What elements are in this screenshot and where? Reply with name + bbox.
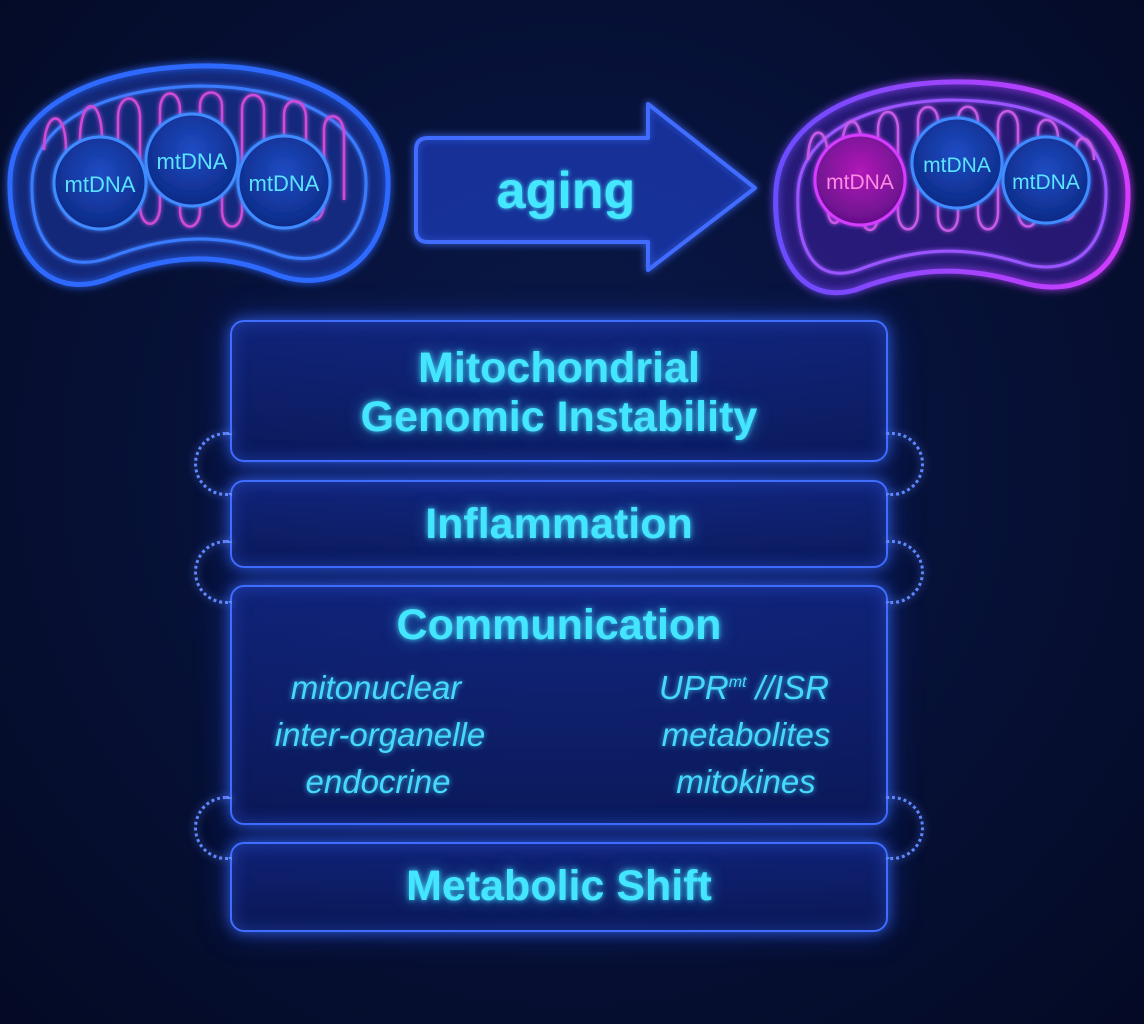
- mtdna-label: mtDNA: [1012, 171, 1080, 194]
- isr-text: //ISR: [746, 669, 829, 706]
- connector-right-1: [886, 432, 924, 496]
- mtdna-label: mtDNA: [923, 154, 991, 177]
- comm-item-inter-organelle: inter-organelle: [274, 716, 486, 753]
- connector-right-3: [886, 796, 924, 860]
- genomic-title-line2: Genomic Instability: [360, 393, 758, 442]
- inflammation-box: Inflammation: [230, 480, 888, 568]
- connector-right-2: [886, 540, 924, 604]
- right-mito-cristae: [806, 105, 1096, 232]
- comm-item-endocrine: endocrine: [305, 763, 451, 800]
- aging-arrow-shape: [414, 102, 757, 272]
- mtdna-label: mtDNA: [65, 172, 136, 197]
- upr-text: UPR: [659, 669, 729, 706]
- right-mtdna-nucleoids: mtDNA mtDNA mtDNA: [813, 116, 1091, 227]
- left-mtdna-nucleoids: mtDNA mtDNA mtDNA: [52, 112, 332, 231]
- left-mito-cristae: [42, 91, 346, 228]
- comm-item-upr-isr: UPRmt //ISR: [659, 669, 829, 707]
- metabolic-shift-box: Metabolic Shift: [230, 842, 888, 932]
- genomic-instability-box: Mitochondrial Genomic Instability: [230, 320, 888, 462]
- genomic-instability-title: Mitochondrial Genomic Instability: [232, 344, 886, 443]
- comm-item-metabolites: metabolites: [661, 716, 831, 753]
- communication-box: Communication mitonuclear inter-organell…: [230, 585, 888, 825]
- mtdna-label: mtDNA: [826, 171, 894, 194]
- metabolic-shift-title: Metabolic Shift: [406, 862, 712, 910]
- genomic-title-line1: Mitochondrial: [418, 344, 700, 392]
- comm-item-mitokines: mitokines: [676, 763, 816, 800]
- connector-left-2: [194, 540, 232, 604]
- left-mitochondrion: mtDNA mtDNA mtDNA: [7, 63, 391, 287]
- right-mito-inner-membrane: [796, 98, 1108, 275]
- aging-arrow-label: aging: [497, 162, 636, 220]
- left-mito-inner-membrane: [30, 84, 368, 264]
- upr-superscript: mt: [728, 674, 747, 691]
- mitochondria-illustration: mtDNA mtDNA mtDNA aging mtDNA mtDNA mtDN…: [7, 63, 1131, 296]
- aging-arrow: aging: [414, 102, 757, 272]
- mtdna-label: mtDNA: [157, 149, 228, 174]
- communication-title: Communication: [396, 601, 722, 649]
- comm-item-mitonuclear: mitonuclear: [290, 669, 462, 706]
- mtdna-label: mtDNA: [249, 171, 320, 196]
- inflammation-title: Inflammation: [425, 500, 693, 548]
- connector-left-3: [194, 796, 232, 860]
- connector-left-1: [194, 432, 232, 496]
- right-mitochondrion: mtDNA mtDNA mtDNA: [773, 79, 1131, 296]
